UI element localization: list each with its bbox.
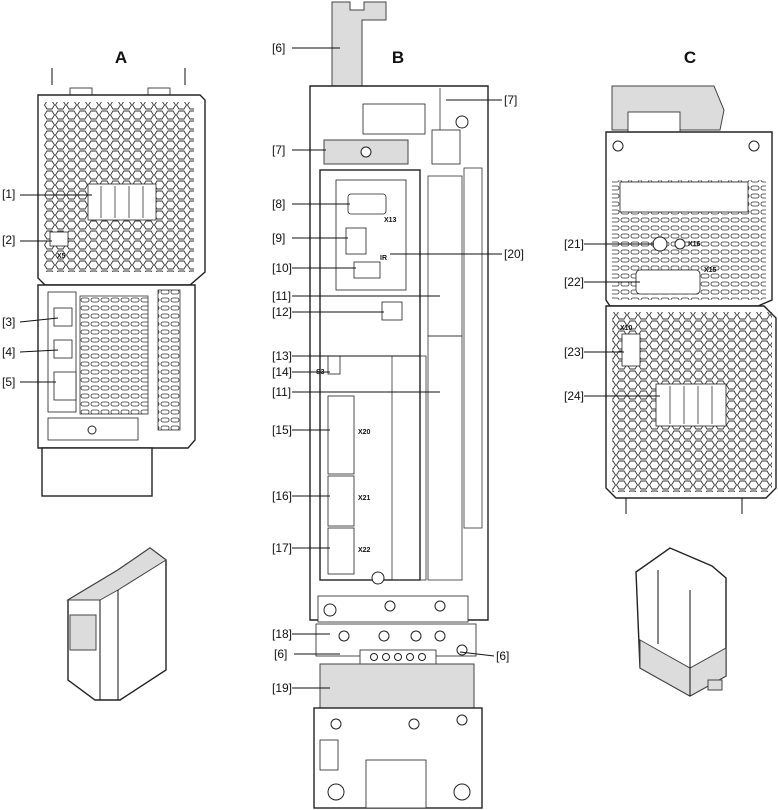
connector-x15 xyxy=(635,269,701,295)
callout-13: [13] xyxy=(272,349,292,363)
callout-9: [9] xyxy=(272,231,285,245)
callout-17: [17] xyxy=(272,541,292,555)
callout-5: [5] xyxy=(2,375,15,389)
view-c-front: X10 xyxy=(605,305,777,514)
label-x20: X20 xyxy=(358,429,371,436)
callout-12: [12] xyxy=(272,305,292,319)
terminal-block-24 xyxy=(655,383,727,427)
callout-6-left: [6] xyxy=(274,647,287,661)
port-5 xyxy=(53,371,77,401)
connector-7 xyxy=(431,129,461,165)
callout-1: [1] xyxy=(2,187,15,201)
callout-7-top-right: [7] xyxy=(504,93,517,107)
switch-s3 xyxy=(327,355,341,375)
label-x16: X16 xyxy=(688,241,701,248)
callout-15: [15] xyxy=(272,423,292,437)
view-a-top-side: X5 xyxy=(37,68,206,286)
view-c-top: X16 X15 xyxy=(605,85,773,307)
callout-11-lower: [11] xyxy=(272,385,291,399)
callout-16: [16] xyxy=(272,489,292,503)
label-x10: X10 xyxy=(620,325,633,332)
connector-x16 xyxy=(652,236,668,252)
callout-20: [20] xyxy=(504,247,524,261)
terminal-x21 xyxy=(327,475,355,527)
label-x15: X15 xyxy=(704,267,717,274)
terminal-block-1 xyxy=(87,183,157,221)
label-x22: X22 xyxy=(358,547,371,554)
callout-4: [4] xyxy=(2,345,15,359)
callout-2: [2] xyxy=(2,233,15,247)
label-x21: X21 xyxy=(358,495,371,502)
callout-23: [23] xyxy=(564,345,584,359)
callout-6-top: [6] xyxy=(272,41,285,55)
callout-11-upper: [11] xyxy=(272,289,291,303)
terminal-x20 xyxy=(327,395,355,475)
callout-8: [8] xyxy=(272,197,285,211)
view-c-title: C xyxy=(684,48,696,67)
view-a-isometric xyxy=(66,547,167,701)
callout-14: [14] xyxy=(272,365,292,379)
port-4 xyxy=(53,339,73,359)
label-x13: X13 xyxy=(384,217,397,224)
display-7seg xyxy=(353,261,381,279)
view-b-title: B xyxy=(392,48,404,67)
callout-6-right: [6] xyxy=(496,649,509,663)
callout-7-left: [7] xyxy=(272,143,285,157)
callout-21: [21] xyxy=(564,237,584,251)
callout-18: [18] xyxy=(272,627,292,641)
callout-22: [22] xyxy=(564,275,584,289)
callout-19: [19] xyxy=(272,681,292,695)
connector-x5 xyxy=(49,231,69,247)
callout-24: [24] xyxy=(564,389,584,403)
view-b-device: X13 IR S3 X20 X21 X22 xyxy=(309,1,489,809)
connector-x13 xyxy=(347,193,387,215)
shield-plate-bottom xyxy=(319,663,475,709)
callout-3: [3] xyxy=(2,315,15,329)
view-c-isometric xyxy=(635,547,727,697)
connector-x10 xyxy=(621,333,641,367)
dip-switches xyxy=(345,227,367,255)
view-a-front-bottom xyxy=(37,284,196,497)
label-x5: X5 xyxy=(57,253,66,260)
callout-10: [10] xyxy=(272,261,292,275)
port-3 xyxy=(53,307,73,327)
label-ir: IR xyxy=(380,255,387,262)
view-a-title: A xyxy=(115,48,127,67)
terminal-x22 xyxy=(327,527,355,575)
